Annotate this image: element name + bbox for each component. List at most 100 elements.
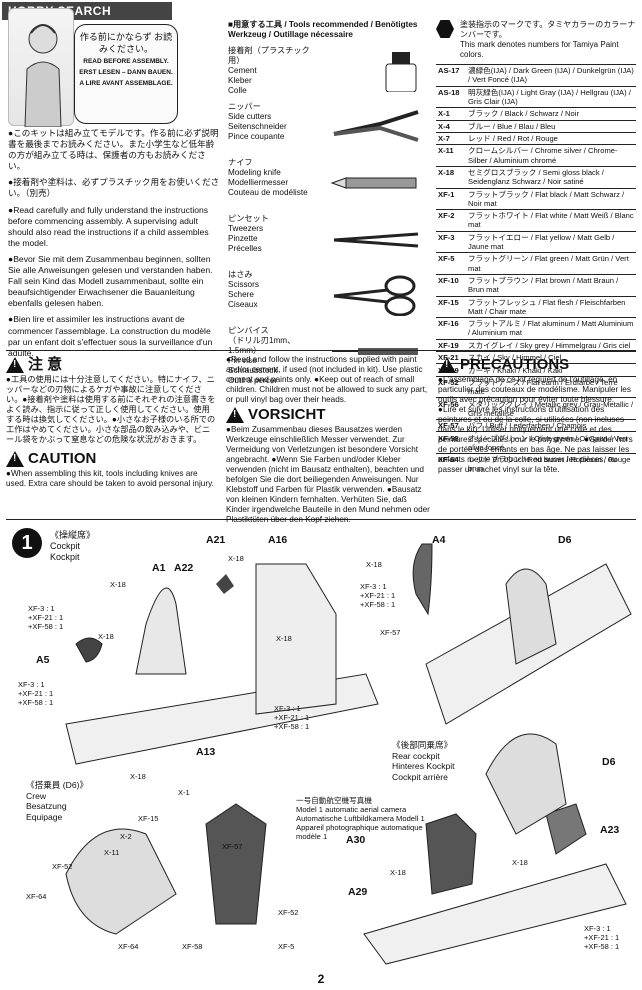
paint-code: XF-5 [436,252,466,275]
paint-code: XF-56 [436,397,466,420]
note-jp-2: ●接着剤や塗料は、必ずプラスチック用をお使いください。（別売） [8,177,220,199]
note-en: ●Read carefully and fully understand the… [8,204,209,248]
paint-name: フラットブラック / Flat black / Matt Schwarz / N… [466,187,636,210]
vorsicht-title: VORSICHT [248,406,326,423]
callout: XF-15 [138,814,159,823]
tools-recommended: ■用意する工具 / Tools recommended / Benötigtes… [228,20,428,392]
paint-name: 明灰緑色(IJA) / Light Gray (IJA) / Hellgrau … [466,85,636,108]
warning-triangle-icon [226,407,244,423]
callout: XF-3 : 1 +XF-21 : 1 +XF-58 : 1 [274,704,310,731]
callout: XF-57 [380,628,401,637]
paint-mark-icon [436,20,454,38]
assembly-drawings [65,543,632,965]
paint-name: レッドブラウン / Red brown / Rotbraun / Rouge b… [466,453,636,475]
warning-jp-col: 注 意 ●工具の使用には十分注意してください。特にナイフ、ニッパーなどの刃物によ… [6,355,216,489]
cement-bottle-icon [385,52,417,92]
paint-name: クロームシルバー / Chrome silver / Chrome-Silber… [466,144,636,167]
paint-code: XF-16 [436,317,466,340]
paint-code: AS-17 [436,64,466,87]
paint-name: フラットフレッシュ / Flat flesh / Fleischfarben M… [466,295,636,318]
general-notes: ●このキットは組み立てモデルです。作る前に必ず説明書を最後までお読みください。ま… [8,128,220,364]
paint-code: AS-18 [436,85,466,108]
callout: XF-52 [278,908,299,917]
warning-jp-title: 注 意 [28,356,63,373]
paint-code: X-18 [436,165,466,189]
note-jp-1: ●このキットは組み立てモデルです。作る前に必ず説明書を最後までお読みください。ま… [8,128,219,172]
paint-name: フラットイエロー / Flat yellow / Matt Gelb / Jau… [466,230,636,253]
part-a21: A21 [206,534,226,546]
paint-code: XF-52 [436,375,466,398]
paint-code: XF-57 [436,419,466,432]
callout: XF-3 : 1 +XF-21 : 1 +XF-58 : 1 [18,680,54,707]
warning-triangle-icon [6,357,24,373]
paint-code: X-1 [436,107,466,121]
intro-line-1: READ BEFORE ASSEMBLY. [83,58,169,65]
paint-header-jp: 塗装指示のマークです。タミヤカラーのカラーナンバーです。 [460,20,636,39]
part-a4: A4 [432,534,446,546]
paint-code: XF-64 [436,453,466,475]
callout: XF-64 [118,942,139,951]
pin-vise-icon [332,348,418,355]
callout: X-18 [110,580,126,589]
callout: XF-3 : 1 +XF-21 : 1 +XF-58 : 1 [584,924,620,951]
page-number: 2 [317,972,325,986]
tweezers-icon [333,232,419,248]
callout: X-11 [104,848,120,857]
warning-en-text: ●Read and follow the instructions suppli… [226,355,428,404]
paint-code: X-4 [436,119,466,133]
paint-name: フラットアルミ / Flat aluminum / Matt Aluminium… [466,317,636,340]
paint-header-en: This mark denotes numbers for Tamiya Pai… [460,40,619,59]
precautions-title: PRECAUTIONS [460,356,570,373]
side-cutters-icon [333,110,419,142]
part-a1: A1 [152,562,166,574]
part-d6-rear: D6 [602,756,616,768]
paint-code: XF-3 [436,230,466,253]
caution-text: ●When assembling this kit, tools includi… [6,469,214,488]
tools-header: ■用意する工具 / Tools recommended / Benötigtes… [228,20,418,39]
caution-title: CAUTION [28,450,97,467]
callout: X-18 [98,632,114,641]
paint-code: XF-1 [436,187,466,210]
part-a22: A22 [174,562,194,574]
part-a13: A13 [196,746,216,758]
paint-name: オリーブグリーン / Olive green / Olivgrün / Vert… [466,431,636,454]
callout: XF-3 : 1 +XF-21 : 1 +XF-58 : 1 [360,582,396,609]
paint-name: メタリックグレイ / Metallic grey / Grau-Metallic… [466,397,636,420]
paint-name: カーキ / Khaki / Khaki / Kaki [466,363,636,377]
knife-icon [330,177,417,189]
paint-code: X-7 [436,131,466,145]
step-number: 1 [12,528,42,558]
read-before-assembly-box: 作る前にかならず お読みください。 READ BEFORE ASSEMBLY. … [74,24,178,124]
warning-triangle-icon [438,357,456,373]
paint-code: X-11 [436,144,466,167]
paint-name: 濃緑色(IJA) / Dark Green (IJA) / Dunkelgrün… [466,64,636,87]
paint-name: バフ / Buff / Lederfarben / Chamois [466,419,636,432]
part-a29: A29 [348,886,368,898]
callout: X-2 [120,832,132,841]
paint-code: XF-15 [436,295,466,318]
part-a23: A23 [600,824,620,836]
intro-jp: 作る前にかならず お読みください。 [79,32,173,54]
paint-name: レッド / Red / Rot / Rouge [466,131,636,145]
paint-name: フラットアース / Flat earth / Erdfarbe / Terre … [466,375,636,398]
vorsicht-text: ●Beim Zusammenbau dieses Bausatzes werde… [226,425,430,524]
callout: X-18 [512,858,528,867]
